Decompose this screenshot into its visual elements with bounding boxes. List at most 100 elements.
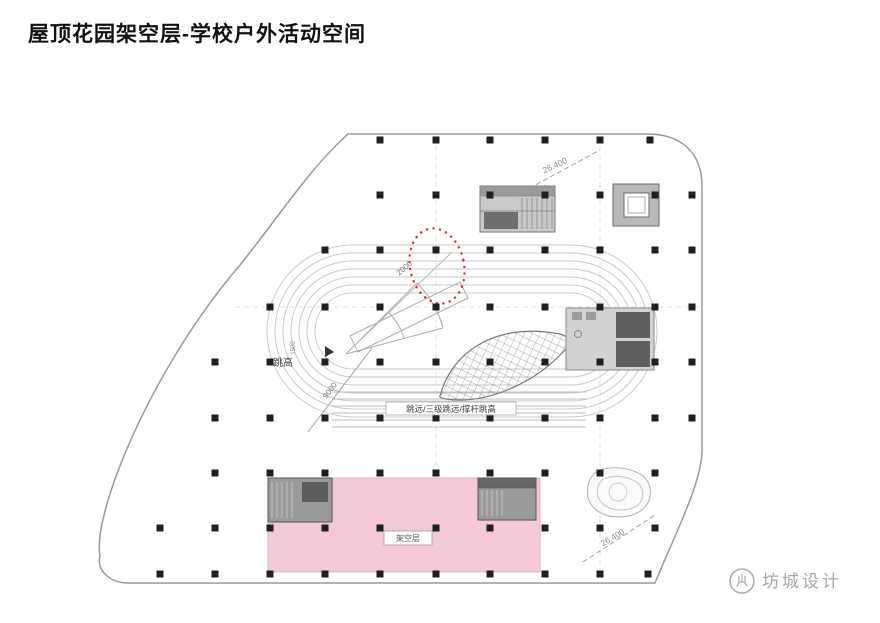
column (266, 414, 274, 422)
column (651, 414, 659, 422)
column (486, 191, 494, 199)
column (211, 358, 219, 366)
javelin-runway (349, 281, 469, 353)
elevator-core (565, 307, 655, 371)
column (211, 414, 219, 422)
column (596, 136, 604, 144)
column (432, 524, 440, 532)
column (376, 136, 384, 144)
column (596, 524, 604, 532)
column (156, 524, 164, 532)
column (541, 191, 549, 199)
column (486, 303, 494, 311)
column (541, 524, 549, 532)
column (211, 570, 219, 578)
landscape-mound (587, 467, 651, 518)
column (321, 246, 329, 254)
sight-line (351, 251, 453, 349)
column (432, 303, 440, 311)
column (211, 524, 219, 532)
leaf-canopy (439, 330, 570, 401)
high-jump-label: 跳高 (273, 356, 293, 369)
watermark: 坊城设计 (729, 568, 842, 594)
column (596, 358, 604, 366)
column (376, 469, 384, 477)
column (541, 358, 549, 366)
building-outline (98, 133, 703, 584)
column (596, 191, 604, 199)
column (156, 570, 164, 578)
column (266, 524, 274, 532)
column (432, 191, 440, 199)
column (432, 358, 440, 366)
column (541, 246, 549, 254)
column (688, 414, 696, 422)
runway-label-tag: 跳远/三级跳远/撑杆跳高 (385, 401, 517, 416)
column (688, 303, 696, 311)
page-title: 屋顶花园架空层-学校户外活动空间 (28, 23, 366, 46)
column (432, 136, 440, 144)
column (376, 303, 384, 311)
column (651, 303, 659, 311)
column (266, 303, 274, 311)
column (651, 246, 659, 254)
column (486, 469, 494, 477)
watermark-text: 坊城设计 (762, 572, 842, 591)
column (596, 246, 604, 254)
column (376, 414, 384, 422)
column (321, 524, 329, 532)
stilt-area-tag: 架空层 (383, 530, 433, 546)
column (541, 570, 549, 578)
runway-label: 跳远/三级跳远/撑杆跳高 (406, 404, 496, 414)
column-grid (156, 136, 696, 578)
column (432, 570, 440, 578)
skylight-box (612, 183, 660, 227)
column (596, 303, 604, 311)
column (651, 358, 659, 366)
column (321, 358, 329, 366)
stilt-area-label: 架空层 (396, 533, 420, 543)
stair-core-bottom-right (477, 477, 537, 521)
column (266, 570, 274, 578)
column (376, 246, 384, 254)
column (646, 136, 654, 144)
column (596, 570, 604, 578)
high-jump-marker (325, 346, 334, 357)
column (541, 469, 549, 477)
watermark-logo-icon (729, 568, 755, 594)
column (376, 358, 384, 366)
column (651, 191, 659, 199)
column (432, 246, 440, 254)
column (486, 524, 494, 532)
column (486, 570, 494, 578)
column (376, 191, 384, 199)
column (266, 358, 274, 366)
column (688, 246, 696, 254)
column (321, 570, 329, 578)
column (486, 136, 494, 144)
stair-core-bottom-left (267, 477, 333, 523)
column (211, 469, 219, 477)
column (321, 414, 329, 422)
column (376, 570, 384, 578)
column (432, 469, 440, 477)
column (321, 469, 329, 477)
column (688, 191, 696, 199)
column (266, 469, 274, 477)
column (432, 414, 440, 422)
column (486, 358, 494, 366)
column (486, 414, 494, 422)
throw-sector (345, 251, 469, 355)
column (651, 524, 659, 532)
red-dotted-ellipse (408, 227, 466, 305)
dim-1500: 1500 (291, 341, 297, 355)
column (321, 303, 329, 311)
column (486, 246, 494, 254)
column (541, 136, 549, 144)
column (596, 414, 604, 422)
column (644, 570, 652, 578)
column (541, 414, 549, 422)
column (651, 469, 659, 477)
